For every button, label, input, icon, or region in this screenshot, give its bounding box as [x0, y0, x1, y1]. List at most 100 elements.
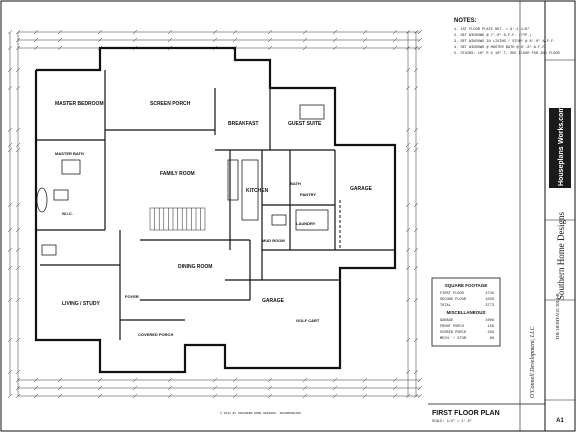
- dimension-tick: [332, 385, 338, 391]
- dimension-tick: [417, 393, 423, 399]
- dimension-tick: [15, 127, 21, 133]
- dimension-tick: [302, 45, 308, 51]
- dimension-tick: [132, 377, 138, 383]
- dimension-tick: [413, 147, 419, 153]
- dimension-tick: [405, 265, 411, 271]
- plan-name: THE HERITAGE 2012-B: [555, 293, 560, 340]
- dimension-tick: [212, 385, 218, 391]
- room-kitchen: KITCHEN: [246, 188, 269, 194]
- room-garage: GARAGE: [350, 186, 373, 192]
- room-master-bath: MASTER BATH: [55, 151, 84, 156]
- dimension-tick: [97, 377, 103, 383]
- sheet-number: A1: [556, 418, 564, 424]
- dimension-tick: [267, 385, 273, 391]
- dimension-tick: [413, 29, 419, 35]
- dimension-tick: [267, 37, 273, 43]
- brand-name: Southern Home Designs: [556, 212, 566, 300]
- dimension-tick: [405, 127, 411, 133]
- dimension-tick: [405, 29, 411, 35]
- dimension-tick: [413, 337, 419, 343]
- dimension-tick: [15, 85, 21, 91]
- dimension-tick: [33, 377, 39, 383]
- dimension-tick: [7, 45, 13, 51]
- sqft-row-label: MECH. / STOR.: [440, 336, 468, 341]
- dimension-tick: [7, 337, 13, 343]
- dimension-tick: [167, 377, 173, 383]
- exterior-walls: [34, 46, 397, 374]
- note-line: 3. SET WINDOWS IN LIVING / STUDY @ 8'-0"…: [454, 39, 555, 44]
- dimension-tick: [405, 85, 411, 91]
- dimension-tick: [15, 142, 21, 148]
- dimension-tick: [7, 369, 13, 375]
- dimension-tick: [267, 45, 273, 51]
- developer-name: O'Connell Development, LLC: [530, 326, 536, 398]
- dimension-tick: [413, 393, 419, 399]
- dimension-tick: [15, 147, 21, 153]
- sqft-row-value: 1028: [485, 298, 494, 302]
- dimension-tick: [7, 127, 13, 133]
- note-line: 2. SET WINDOWS @ 7'-0" A.F.F. (TYP.): [454, 33, 532, 38]
- dimension-tick: [15, 297, 21, 303]
- dimension-tick: [405, 147, 411, 153]
- sqft-row-label: SECOND FLOOR: [440, 298, 467, 302]
- dimension-tick: [302, 393, 308, 399]
- dimension-tick: [405, 202, 411, 208]
- dimension-tick: [302, 377, 308, 383]
- dimension-tick: [15, 202, 21, 208]
- dimension-tick: [413, 127, 419, 133]
- houseplans-badge: [549, 108, 571, 188]
- dimension-tick: [232, 385, 238, 391]
- dimension-tick: [57, 385, 63, 391]
- dimension-tick: [212, 377, 218, 383]
- room-dining-room: DINING ROOM: [178, 264, 212, 270]
- dimension-tick: [413, 227, 419, 233]
- dimension-tick: [57, 393, 63, 399]
- badge-right-text: Works.com: [558, 106, 565, 144]
- sqft-row-value: 1006: [485, 319, 494, 323]
- dimension-tick: [392, 29, 398, 35]
- dimension-tick: [302, 385, 308, 391]
- copyright-note: © 2012 BY SOUTHERN HOME DESIGNS. INCORPO…: [220, 411, 301, 415]
- dimension-tick: [7, 265, 13, 271]
- dimension-tick: [332, 393, 338, 399]
- dimension-tick: [232, 377, 238, 383]
- dimension-tick: [302, 29, 308, 35]
- dimension-tick: [15, 369, 21, 375]
- dimension-tick: [413, 247, 419, 253]
- dimension-tick: [413, 67, 419, 73]
- dimension-tick: [302, 37, 308, 43]
- dimension-tick: [417, 385, 423, 391]
- dimension-tick: [417, 29, 423, 35]
- misc-title: MISCELLANEOUS: [446, 310, 485, 315]
- dimension-tick: [212, 37, 218, 43]
- kitchen-casework: [227, 159, 329, 231]
- dimension-tick: [413, 142, 419, 148]
- room-labels: MASTER BEDROOM SCREEN PORCH BREAKFAST GU…: [55, 101, 373, 337]
- dimension-tick: [15, 37, 21, 43]
- dimension-tick: [167, 393, 173, 399]
- sqft-row-value: 156: [488, 325, 494, 329]
- title-block: Houseplans Works.com Southern Home Desig…: [519, 1, 575, 431]
- dimension-tick: [33, 393, 39, 399]
- notes-title: NOTES:: [454, 18, 477, 24]
- garage-doors: [240, 200, 341, 369]
- dimension-lines: [7, 29, 423, 399]
- dimension-tick: [57, 29, 63, 35]
- dimension-tick: [232, 37, 238, 43]
- dimension-tick: [15, 385, 21, 391]
- dimension-tick: [232, 29, 238, 35]
- dimension-tick: [212, 29, 218, 35]
- dimension-tick: [362, 385, 368, 391]
- dimension-tick: [132, 29, 138, 35]
- interior-walls: [36, 70, 395, 340]
- sqft-row-label: TOTAL: [440, 304, 451, 308]
- dimension-tick: [392, 385, 398, 391]
- dimension-tick: [7, 147, 13, 153]
- dimension-tick: [332, 377, 338, 383]
- dimension-tick: [392, 377, 398, 383]
- sqft-row-label: SCREEN PORCH: [440, 331, 466, 335]
- dimension-tick: [97, 29, 103, 35]
